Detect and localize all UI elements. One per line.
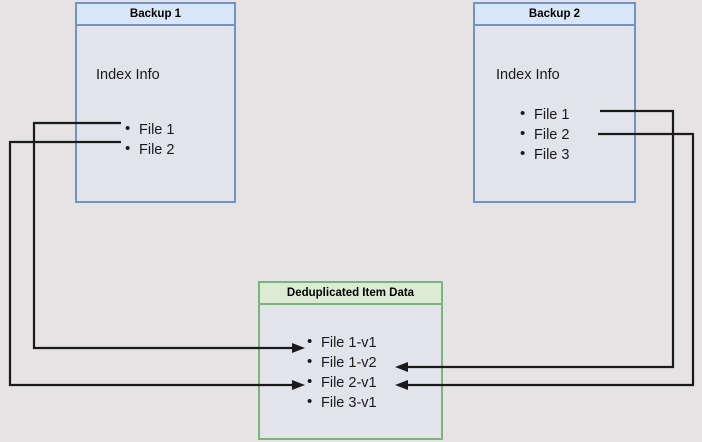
deduplicated-item-data-title: Deduplicated Item Data	[260, 283, 441, 305]
list-item[interactable]: File 2	[520, 124, 569, 145]
list-item[interactable]: File 1	[520, 104, 569, 125]
dedup-item-list: File 1-v1 File 1-v2 File 2-v1 File 3-v1	[307, 332, 377, 413]
backup-2-title: Backup 2	[475, 4, 634, 26]
list-item[interactable]: File 2	[125, 139, 174, 160]
deduplicated-item-data-body: File 1-v1 File 1-v2 File 2-v1 File 3-v1	[260, 305, 441, 438]
backup-2-file-list: File 1 File 2 File 3	[520, 104, 569, 165]
list-item[interactable]: File 3-v1	[307, 392, 377, 413]
list-item[interactable]: File 1-v1	[307, 332, 377, 353]
list-item[interactable]: File 2-v1	[307, 372, 377, 393]
backup-1-box[interactable]: Backup 1 Index Info File 1 File 2	[75, 2, 236, 203]
deduplicated-item-data-box[interactable]: Deduplicated Item Data File 1-v1 File 1-…	[258, 281, 443, 440]
backup-2-body: Index Info File 1 File 2 File 3	[475, 26, 634, 201]
backup-1-title: Backup 1	[77, 4, 234, 26]
backup-1-file-list: File 1 File 2	[125, 119, 174, 160]
list-item[interactable]: File 3	[520, 144, 569, 165]
list-item[interactable]: File 1	[125, 119, 174, 140]
backup-2-index-label: Index Info	[496, 67, 560, 83]
backup-2-box[interactable]: Backup 2 Index Info File 1 File 2 File 3	[473, 2, 636, 203]
backup-1-index-label: Index Info	[96, 67, 160, 83]
backup-1-body: Index Info File 1 File 2	[77, 26, 234, 201]
list-item[interactable]: File 1-v2	[307, 352, 377, 373]
